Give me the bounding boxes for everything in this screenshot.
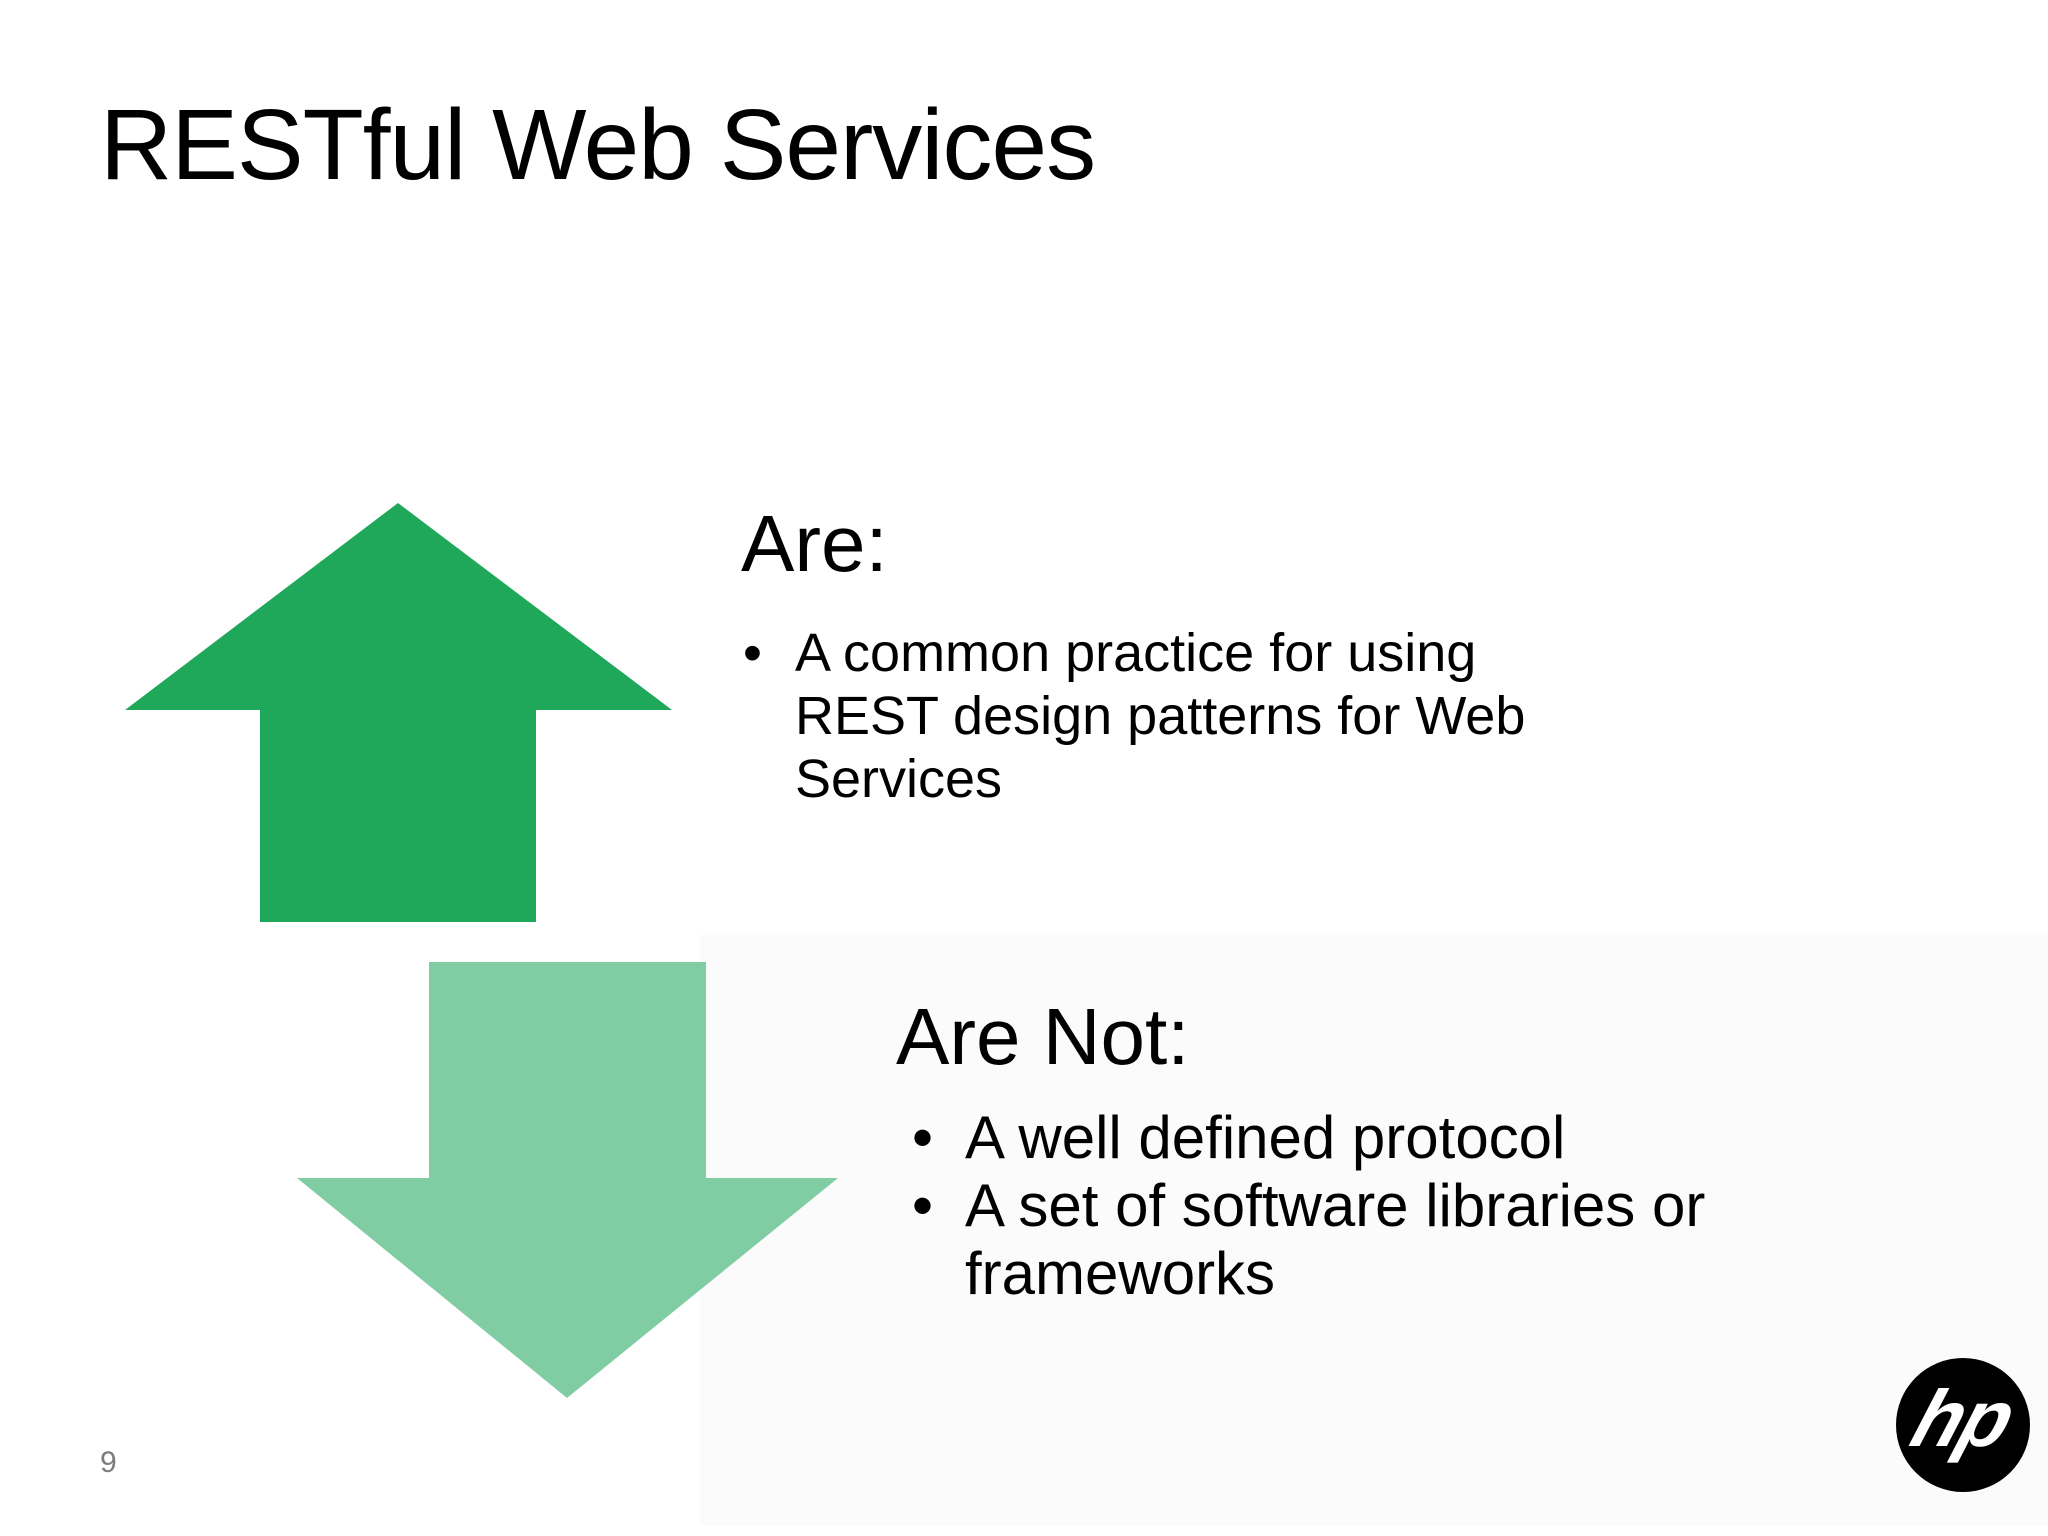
background-panel <box>700 935 2048 1526</box>
bullet-text: A set of software libraries or framework… <box>965 1172 1706 1307</box>
hp-logo-text: hp <box>1901 1374 2025 1463</box>
bullet-icon: • <box>912 1172 934 1239</box>
bullet-text: A well defined protocol <box>965 1104 1566 1171</box>
hp-logo: hp <box>1896 1358 2030 1492</box>
list-item: • A well defined protocol <box>912 1104 1910 1172</box>
slide-title: RESTful Web Services <box>100 89 1096 201</box>
bullet-icon: • <box>743 623 762 683</box>
bullet-list-are: • A common practice for using REST desig… <box>743 622 1610 811</box>
bullet-icon: • <box>912 1104 934 1171</box>
section-heading-are-not: Are Not: <box>896 992 1190 1081</box>
list-item: • A common practice for using REST desig… <box>743 622 1610 811</box>
up-arrow-icon <box>125 503 672 922</box>
list-item: • A set of software libraries or framewo… <box>912 1172 1910 1308</box>
down-arrow-icon <box>297 962 838 1398</box>
bullet-text: A common practice for using REST design … <box>795 623 1526 809</box>
bullet-list-are-not: • A well defined protocol • A set of sof… <box>912 1104 1910 1308</box>
section-heading-are: Are: <box>741 499 888 588</box>
page-number: 9 <box>100 1446 117 1479</box>
